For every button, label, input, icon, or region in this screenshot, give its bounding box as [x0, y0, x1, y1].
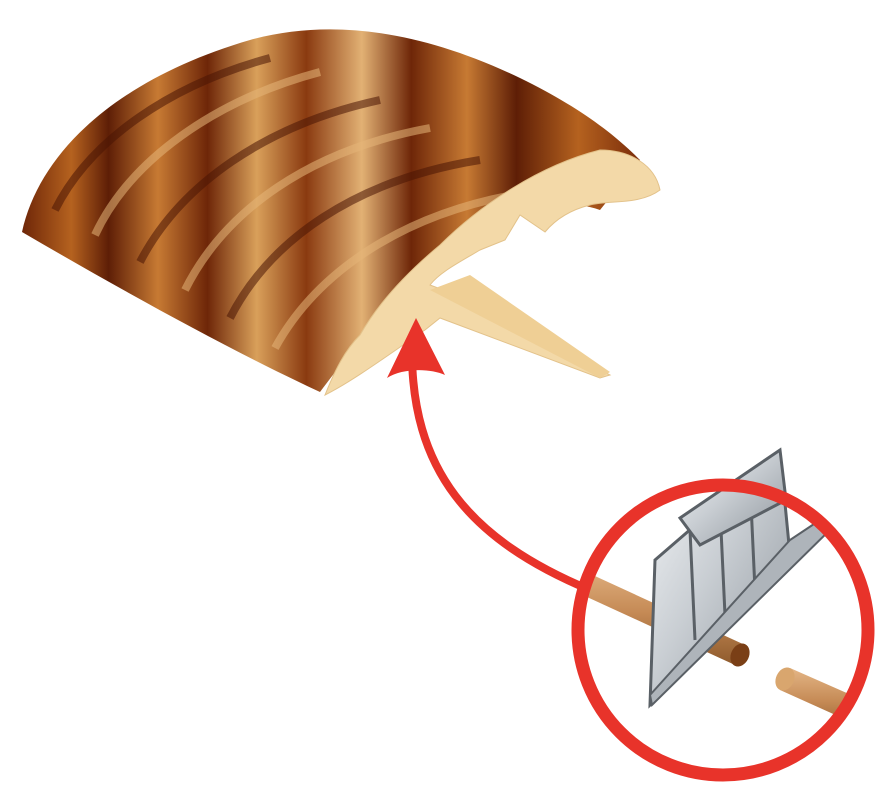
curved-arrow-icon [412, 345, 590, 590]
wood-molding [22, 29, 660, 395]
magnifier-circle-icon [550, 450, 890, 775]
molding-fin [430, 275, 610, 378]
